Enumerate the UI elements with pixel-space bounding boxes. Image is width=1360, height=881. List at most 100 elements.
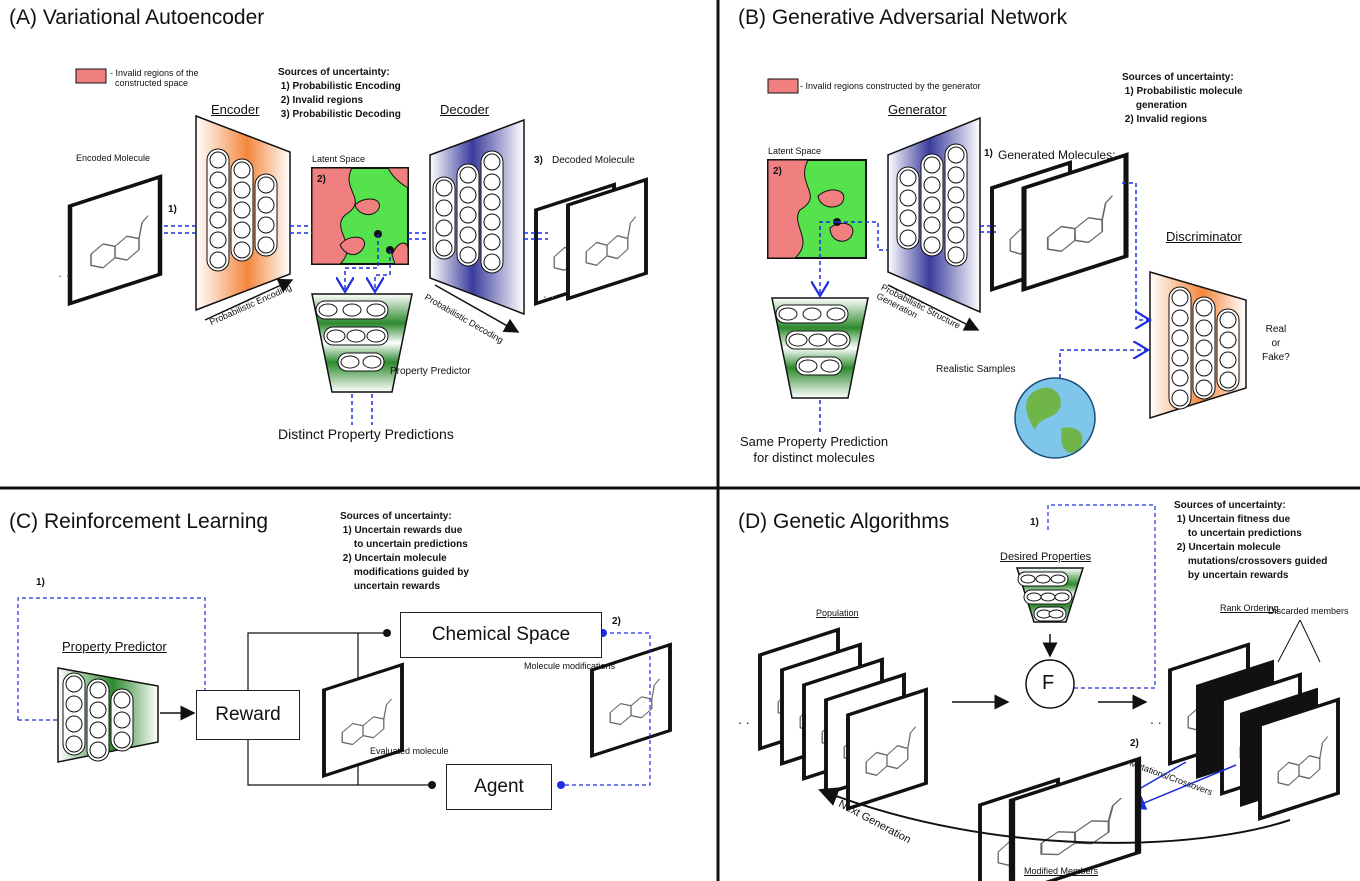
network-node	[1171, 389, 1189, 407]
network-node	[257, 216, 275, 234]
network-node	[828, 333, 848, 347]
panel-d-sources: Sources of uncertainty: 1) Uncertain fit…	[1174, 500, 1328, 581]
network-node	[1171, 349, 1189, 367]
marker-1: 1)	[168, 204, 177, 215]
network-node	[459, 246, 477, 264]
network-node	[802, 307, 822, 321]
modified-members-label: Modified Members	[1024, 866, 1099, 876]
encoded-molecule-label: Encoded Molecule	[76, 153, 151, 163]
network-node	[209, 211, 227, 229]
desired-properties-label: Desired Properties	[1000, 551, 1092, 563]
generated-molecules-label: Generated Molecules:	[998, 148, 1116, 162]
network-node	[326, 329, 346, 343]
network-node	[459, 206, 477, 224]
fitness-function-icon	[1025, 659, 1075, 709]
marker-b-2: 2)	[773, 166, 782, 177]
network-node	[209, 251, 227, 269]
property-predictor-a-label: Property Predictor	[390, 366, 471, 377]
network-node	[1040, 592, 1056, 602]
network-node	[459, 166, 477, 184]
same-prediction-label: Same Property Prediction for distinct mo…	[740, 434, 889, 465]
svg-text:. .: . .	[58, 264, 70, 280]
realistic-samples-label: Realistic Samples	[936, 364, 1016, 375]
marker-d-2: 2)	[1130, 738, 1139, 749]
network-node	[366, 329, 386, 343]
network-node	[1171, 309, 1189, 327]
network-node	[1171, 329, 1189, 347]
network-node	[483, 173, 501, 191]
panel-a-graphics: . . . .	[58, 68, 648, 425]
network-node	[435, 219, 453, 237]
network-node	[923, 176, 941, 194]
network-node	[899, 189, 917, 207]
network-node	[257, 236, 275, 254]
network-node	[435, 199, 453, 217]
decoded-molecule-label: Decoded Molecule	[552, 155, 635, 166]
svg-text:. .: . .	[1150, 711, 1162, 727]
reward-box: Reward	[196, 690, 300, 740]
rank-ordering-label: Rank Ordering	[1220, 603, 1279, 613]
network-node	[233, 221, 251, 239]
network-node	[1219, 351, 1237, 369]
rank-ordering-stack	[1168, 642, 1340, 821]
network-node	[1171, 289, 1189, 307]
network-node	[1048, 609, 1064, 619]
svg-text:. .: . .	[543, 285, 555, 301]
network-node	[1219, 331, 1237, 349]
network-node	[1035, 574, 1051, 584]
chemical-space-box: Chemical Space	[400, 612, 602, 658]
network-node	[923, 216, 941, 234]
network-layer	[62, 672, 86, 756]
network-node	[899, 229, 917, 247]
network-node	[923, 196, 941, 214]
network-node	[65, 675, 83, 693]
network-node	[923, 236, 941, 254]
network-node	[1195, 319, 1213, 337]
network-node	[65, 695, 83, 713]
network-node	[1195, 359, 1213, 377]
network-layer	[86, 678, 110, 762]
network-node	[113, 691, 131, 709]
network-node	[808, 333, 828, 347]
marker-b-1: 1)	[984, 148, 993, 159]
network-node	[1195, 339, 1213, 357]
network-layer	[432, 176, 456, 260]
network-node	[257, 176, 275, 194]
network-node	[1219, 311, 1237, 329]
network-node	[318, 303, 338, 317]
network-node	[947, 226, 965, 244]
network-node	[483, 153, 501, 171]
network-node	[113, 731, 131, 749]
marker-d-1: 1)	[1030, 517, 1039, 528]
network-node	[209, 191, 227, 209]
discarded-members-label: Discarded members	[1268, 606, 1349, 616]
network-node	[89, 701, 107, 719]
panel-c-sources: Sources of uncertainty: 1) Uncertain rew…	[340, 511, 469, 592]
network-node	[233, 181, 251, 199]
network-nodes	[62, 143, 1240, 762]
network-node	[459, 226, 477, 244]
panel-d-title: (D) Genetic Algorithms	[738, 510, 950, 533]
marker-c-1: 1)	[36, 577, 45, 588]
network-node	[233, 161, 251, 179]
network-node	[1195, 379, 1213, 397]
network-node	[1054, 592, 1070, 602]
distinct-predictions-label: Distinct Property Predictions	[278, 426, 454, 442]
marker-c-2: 2)	[612, 616, 621, 627]
network-node	[209, 171, 227, 189]
network-node	[233, 241, 251, 259]
network-node	[483, 253, 501, 271]
network-node	[65, 735, 83, 753]
encoder-label: Encoder	[211, 102, 260, 117]
panel-b-legend: - Invalid regions constructed by the gen…	[800, 81, 981, 91]
marker-3: 3)	[534, 155, 543, 166]
panel-a-sources: Sources of uncertainty: 1) Probabilistic…	[278, 67, 401, 120]
network-node	[435, 179, 453, 197]
network-node	[820, 359, 840, 373]
network-node	[89, 741, 107, 759]
network-node	[947, 146, 965, 164]
network-node	[435, 239, 453, 257]
panel-a-title: (A) Variational Autoencoder	[9, 6, 265, 29]
network-node	[459, 186, 477, 204]
